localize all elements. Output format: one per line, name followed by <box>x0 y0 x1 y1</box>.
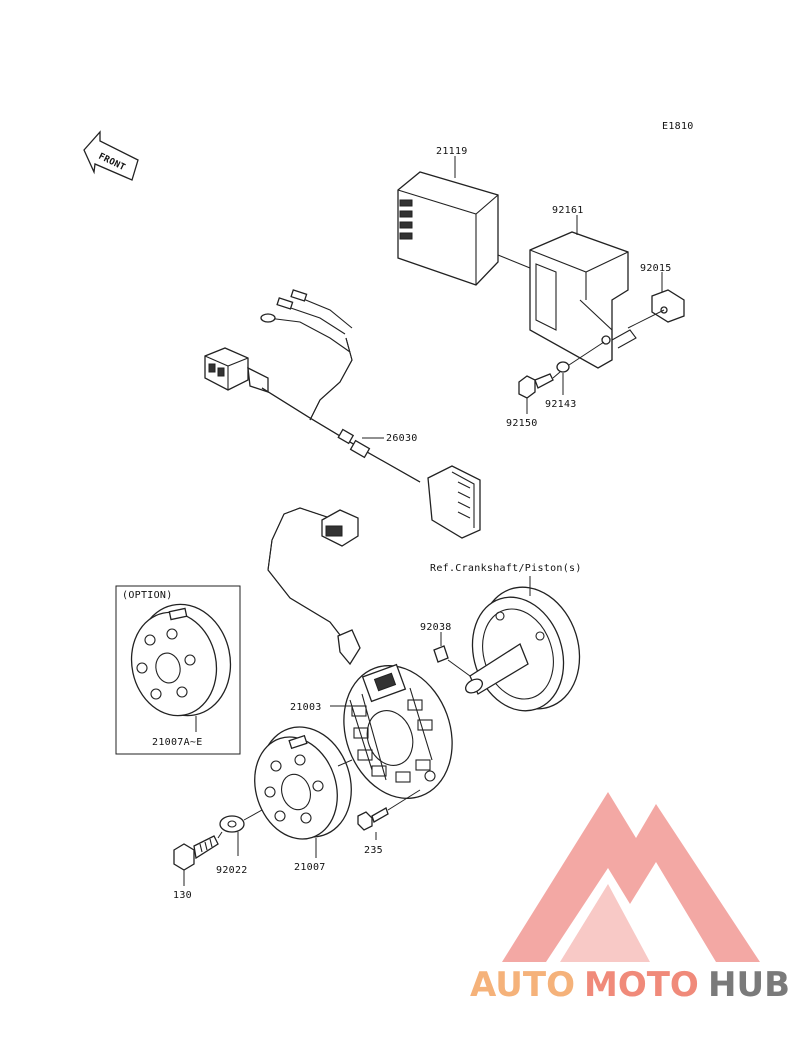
part-label-92015: 92015 <box>640 263 672 274</box>
part-label-21007a-e: 21007A~E <box>152 737 203 748</box>
ref-note: Ref.Crankshaft/Piston(s) <box>430 563 582 574</box>
part-label-235: 235 <box>364 845 383 856</box>
part-label-92022: 92022 <box>216 865 248 876</box>
bolt-92150 <box>518 373 554 399</box>
option-label: (OPTION) <box>122 590 173 601</box>
flywheel-option-21007a-e <box>130 603 232 717</box>
regulator-cover-92161 <box>529 231 637 369</box>
watermark-moto: MOTO <box>584 965 699 1005</box>
part-label-21119: 21119 <box>436 146 468 157</box>
stator-lead <box>267 507 361 666</box>
watermark-hub: HUB <box>708 965 790 1005</box>
clip-92015 <box>651 289 685 323</box>
part-label-92150: 92150 <box>506 418 538 429</box>
front-arrow-icon: FRONT <box>83 130 139 181</box>
rotor-ref-crankshaft <box>464 586 581 712</box>
automotohub-logo-icon <box>502 792 760 962</box>
part-label-92161: 92161 <box>552 205 584 216</box>
flywheel-21007 <box>254 726 352 840</box>
screw-235 <box>357 807 389 831</box>
collar-92143 <box>556 361 570 373</box>
diagram-code: E1810 <box>662 121 694 132</box>
wire-harness-26030 <box>204 289 481 539</box>
part-label-21003: 21003 <box>290 702 322 713</box>
part-label-92143: 92143 <box>545 399 577 410</box>
watermark-auto: AUTO <box>470 965 575 1005</box>
washer-92022 <box>219 815 245 833</box>
cdi-unit-21119 <box>397 171 499 286</box>
stator-21003 <box>343 663 453 799</box>
part-label-21007: 21007 <box>294 862 326 873</box>
automotohub-watermark: AUTO MOTO HUB <box>470 792 790 1005</box>
bolt-130 <box>173 835 219 871</box>
part-label-92038: 92038 <box>420 622 452 633</box>
option-box: (OPTION) 21007A~E <box>115 585 241 755</box>
part-label-26030: 26030 <box>386 433 418 444</box>
key-92038 <box>433 645 449 663</box>
part-label-130: 130 <box>173 890 192 901</box>
